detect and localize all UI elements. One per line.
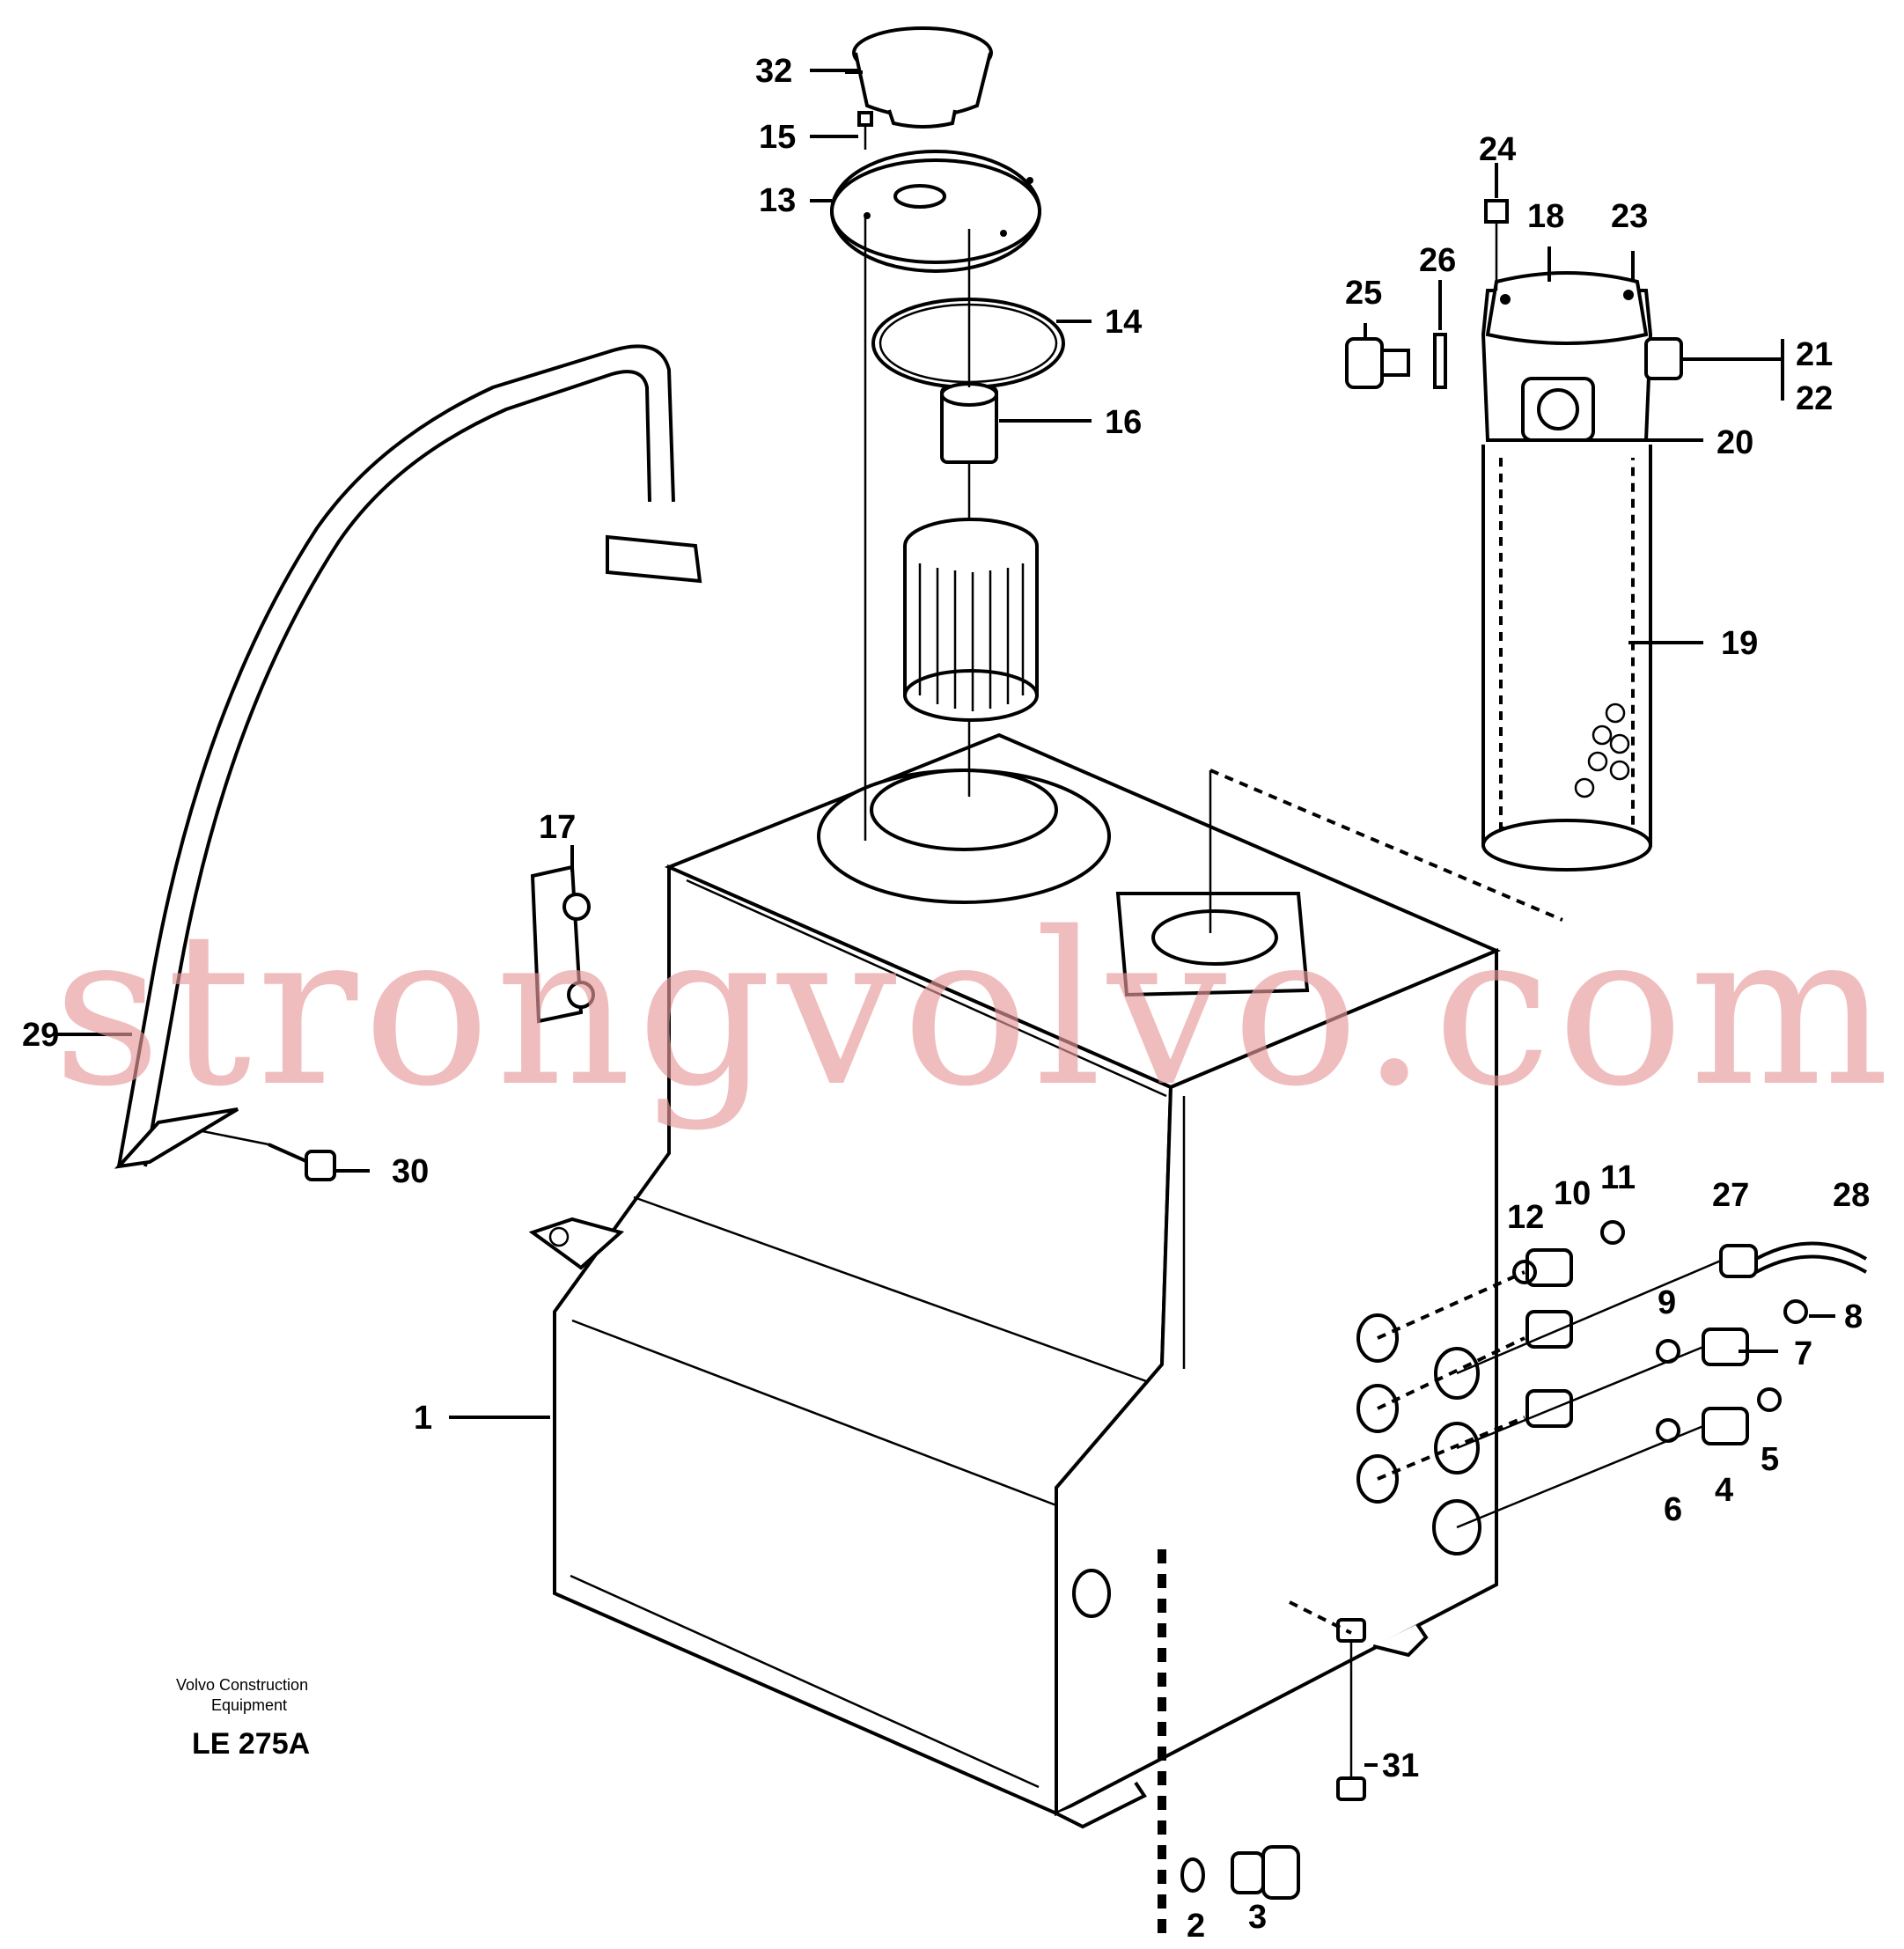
callout-18: 18 xyxy=(1527,198,1564,235)
callout-30: 30 xyxy=(392,1153,429,1190)
handrail xyxy=(114,344,702,1169)
callout-5: 5 xyxy=(1761,1441,1779,1478)
company-name-line2: Equipment xyxy=(211,1696,287,1714)
callout-11: 11 xyxy=(1600,1159,1636,1196)
plug xyxy=(1345,337,1410,389)
callout-28: 28 xyxy=(1833,1177,1870,1214)
callout-16: 16 xyxy=(1105,404,1142,441)
callout-31: 31 xyxy=(1382,1747,1419,1784)
handrail-bolt xyxy=(202,1129,336,1181)
callout-8: 8 xyxy=(1844,1298,1863,1335)
drain-plug xyxy=(1158,1549,1300,1937)
tank-cover xyxy=(830,150,1041,273)
callout-23: 23 xyxy=(1611,198,1648,235)
watermark: strongvolvo.com xyxy=(53,886,1895,1133)
callout-27: 27 xyxy=(1712,1177,1749,1214)
callout-14: 14 xyxy=(1105,304,1142,341)
sealing-washer xyxy=(1433,333,1447,389)
cover-screw xyxy=(857,111,873,150)
callout-25: 25 xyxy=(1345,275,1382,312)
callout-6: 6 xyxy=(1664,1491,1682,1528)
spacer-sleeve xyxy=(940,382,998,550)
callout-17: 17 xyxy=(539,809,576,846)
drawing-code: LE 275A xyxy=(192,1727,310,1761)
callout-20: 20 xyxy=(1717,424,1753,461)
callout-leaders xyxy=(53,69,1835,1767)
callout-12: 12 xyxy=(1507,1199,1544,1236)
callout-9: 9 xyxy=(1658,1284,1676,1321)
callout-21: 21 xyxy=(1796,336,1833,373)
hydraulic-tank xyxy=(528,732,1502,1829)
port-fittings xyxy=(1377,1220,1868,1529)
callout-1: 1 xyxy=(414,1400,432,1437)
callout-26: 26 xyxy=(1419,242,1456,279)
callout-10: 10 xyxy=(1554,1175,1591,1212)
callout-4: 4 xyxy=(1715,1472,1733,1509)
filter-bolt xyxy=(1484,199,1509,291)
bracket xyxy=(530,864,595,1024)
callout-22: 22 xyxy=(1796,380,1833,417)
callout-19: 19 xyxy=(1721,625,1758,662)
callout-13: 13 xyxy=(759,182,796,219)
company-name-line1: Volvo Construction xyxy=(176,1676,308,1694)
callout-29: 29 xyxy=(22,1017,59,1054)
callout-3: 3 xyxy=(1248,1899,1267,1936)
callout-numbers: 1 2 3 4 5 6 7 8 9 10 11 12 13 14 15 16 1… xyxy=(22,53,1870,1945)
callout-24: 24 xyxy=(1479,131,1516,168)
return-filter xyxy=(1481,271,1683,872)
filter-element xyxy=(903,518,1039,722)
tank-bolt xyxy=(1289,1600,1366,1801)
callout-7: 7 xyxy=(1794,1335,1812,1372)
callout-15: 15 xyxy=(759,119,796,156)
breather-cap xyxy=(852,26,993,129)
callout-32: 32 xyxy=(755,53,792,90)
callout-2: 2 xyxy=(1187,1908,1205,1945)
